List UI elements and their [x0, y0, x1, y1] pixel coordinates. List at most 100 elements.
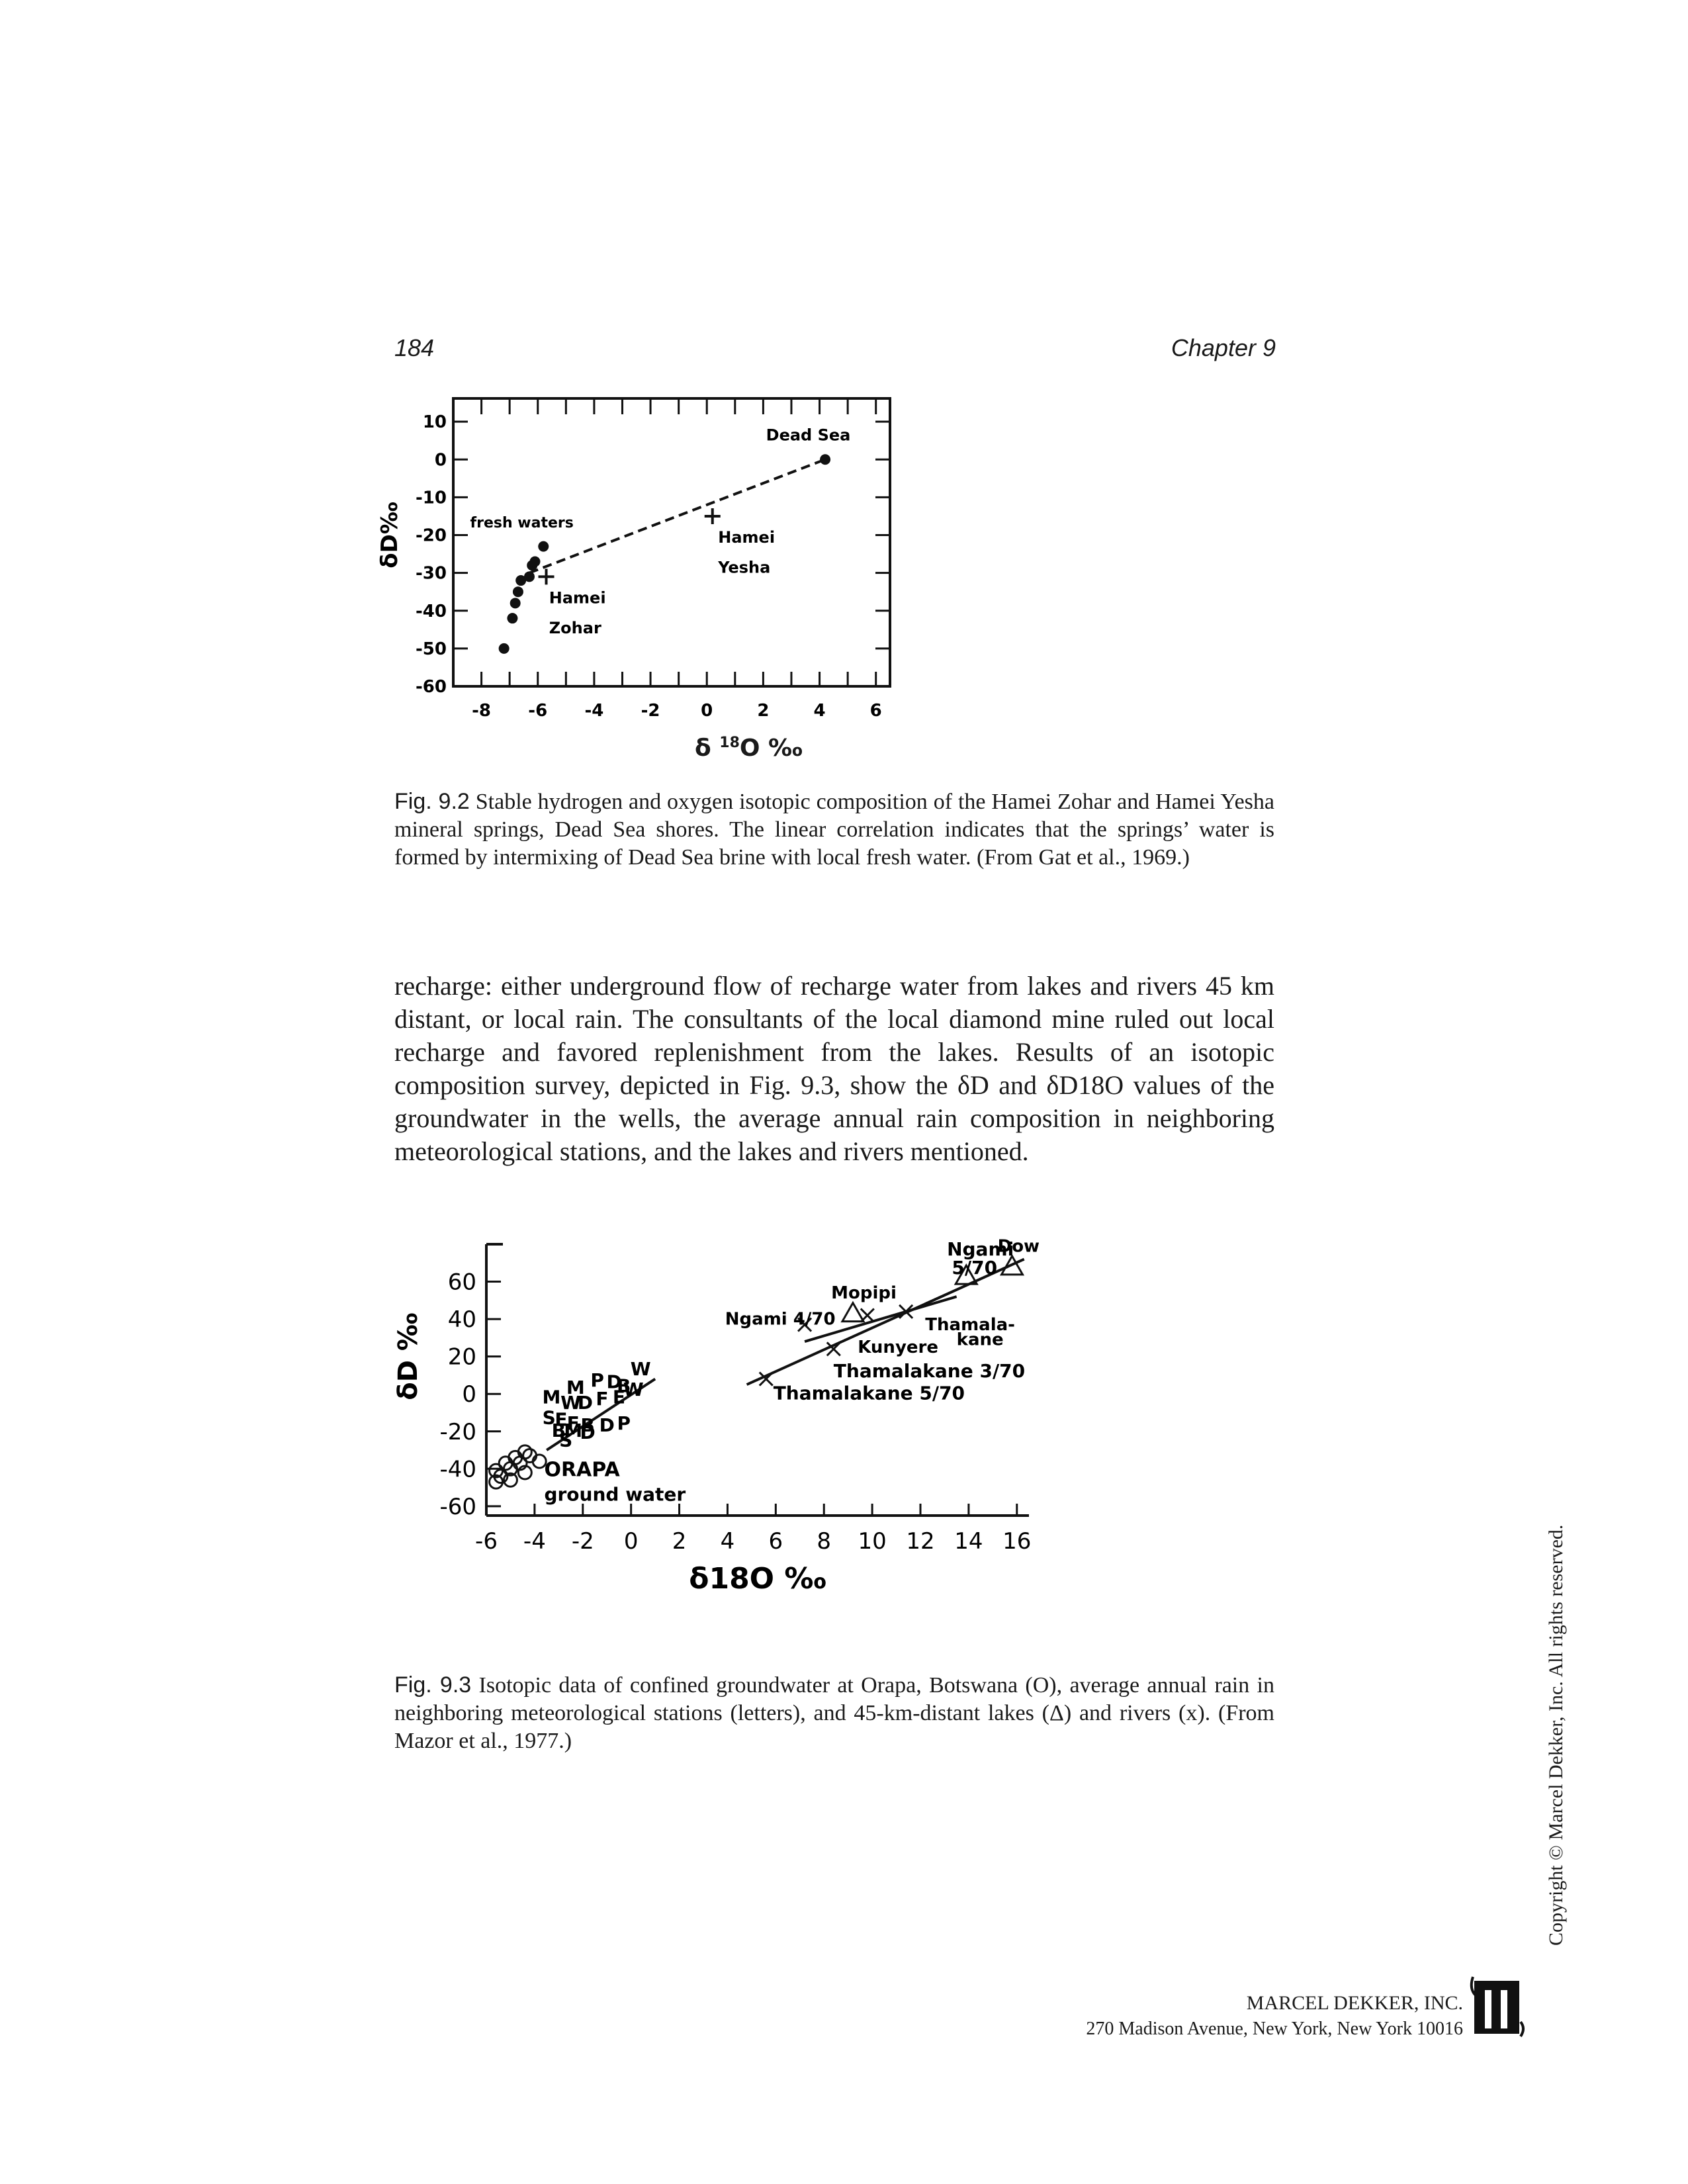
fig93-lake-triangle — [840, 1300, 866, 1323]
fig92-x-tick-label: -8 — [472, 701, 491, 721]
fig93-label-orapa: ORAPA — [544, 1459, 620, 1482]
fig93-label-thamalakane-a: Thamala- — [925, 1315, 1015, 1335]
fig92-y-tick-label: -30 — [416, 564, 447, 584]
fig93-groundwater-circle — [531, 1453, 547, 1469]
fig-9-3-label: Fig. 9.3 — [394, 1672, 472, 1698]
fig92-data-point — [529, 556, 541, 567]
fig93-groundwater-circle — [488, 1474, 504, 1490]
fig92-x-tick-label: 6 — [870, 701, 882, 721]
fig93-river-line — [804, 1295, 957, 1343]
fig93-rain-letter: M — [566, 1377, 585, 1398]
fig92-plus-point — [704, 508, 721, 524]
fig92-data-point — [820, 454, 831, 465]
fig92-y-axis-label: δD‰ — [377, 502, 403, 569]
fig92-plot-frame — [452, 397, 891, 688]
fig92-x-tick-label: -4 — [584, 701, 603, 721]
fig93-river-cross — [797, 1317, 813, 1332]
fig93-rain-letter: S — [543, 1406, 556, 1428]
fig-9-2-caption: Fig. 9.2 Stable hydrogen and oxygen isot… — [394, 788, 1274, 872]
fig92-data-point — [512, 586, 523, 598]
fig93-x-tick-label: -4 — [523, 1528, 546, 1555]
fig93-x-tick-label: -6 — [475, 1528, 498, 1555]
fig93-y-tick-label: 60 — [448, 1269, 476, 1296]
fig92-data-point — [507, 613, 518, 624]
fig93-label-dow: Dow — [998, 1238, 1040, 1256]
fig92-y-tick-label: -60 — [416, 677, 447, 697]
fig93-y-tick-label: -40 — [439, 1456, 476, 1482]
fig93-label-thamalakane-b: kane — [957, 1330, 1004, 1350]
fig93-label-ngami-5-70-a: Ngami — [947, 1238, 1014, 1260]
fig93-label-ground-water: ground water — [544, 1483, 686, 1505]
fig93-x-tick-label: -2 — [572, 1528, 594, 1555]
chapter-label: Chapter 9 — [1171, 334, 1276, 361]
fig93-rain-letter: F — [596, 1388, 608, 1410]
fig93-rain-letter: E — [555, 1408, 567, 1430]
fig92-y-tick-label: -20 — [416, 526, 447, 546]
fig93-x-tick-label: 2 — [672, 1528, 687, 1555]
fig93-river-cross — [758, 1371, 774, 1387]
fig93-rain-letter: F — [567, 1412, 580, 1434]
fig93-label-thamalakane-5-70: Thamalakane 5/70 — [774, 1383, 965, 1404]
body-paragraph: recharge: either underground flow of rec… — [394, 971, 1274, 1166]
fig92-mixing-line — [529, 458, 826, 574]
fig93-groundwater-circle — [502, 1472, 518, 1488]
fig93-label-ngami-5-70-b: 5/70 — [952, 1257, 997, 1279]
fig93-rain-letter: P — [617, 1412, 631, 1434]
fig93-x-tick-label: 16 — [1002, 1528, 1031, 1555]
fig92-label-hamei-yesha-1: Hamei — [718, 528, 775, 547]
fig92-label-fresh-waters: fresh waters — [470, 515, 574, 531]
fig93-x-tick-label: 14 — [954, 1528, 983, 1555]
fig93-rain-letter: B — [552, 1420, 566, 1441]
fig93-rain-letter: W — [560, 1392, 581, 1414]
fig93-x-tick-label: 10 — [858, 1528, 886, 1555]
fig93-label-kunyere: Kunyere — [858, 1338, 938, 1357]
fig93-rain-letter: P — [590, 1369, 604, 1391]
fig93-x-tick-label: 8 — [817, 1528, 831, 1555]
fig92-label-hamei-zohar-1: Hamei — [549, 588, 606, 607]
fig-9-3-caption-text: Isotopic data of confined groundwater at… — [394, 1673, 1274, 1753]
fig92-y-tick-label: -50 — [416, 639, 447, 659]
fig93-rain-letter: M — [542, 1386, 560, 1408]
fig93-rain-letter: W — [623, 1379, 644, 1400]
fig93-x-tick-label: 4 — [721, 1528, 735, 1555]
fig93-label-ngami-4-70: Ngami 4/70 — [725, 1310, 836, 1330]
fig93-rain-letter: D — [600, 1414, 615, 1436]
fig92-label-dead-sea: Dead Sea — [766, 426, 851, 445]
page-number: 184 — [394, 334, 435, 361]
fig93-y-axis-label: δD ‰ — [393, 1313, 423, 1400]
fig93-x-tick-label: 6 — [769, 1528, 783, 1555]
fig-9-3-caption: Fig. 9.3 Isotopic data of confined groun… — [394, 1671, 1274, 1755]
fig93-river-cross — [860, 1308, 875, 1323]
fig93-y-tick-label: 0 — [462, 1381, 476, 1408]
fig93-regression-line — [746, 1257, 1025, 1386]
fig92-data-point — [498, 643, 510, 654]
fig93-y-tick-label: 20 — [448, 1344, 476, 1371]
fig93-rain-letter: W — [631, 1358, 651, 1380]
fig93-rain-letter: D — [607, 1371, 622, 1393]
fig92-y-tick-label: 0 — [435, 450, 447, 470]
fig92-data-point — [523, 571, 535, 582]
fig92-y-tick-label: 10 — [423, 412, 447, 432]
fig93-rain-letter: B — [617, 1375, 631, 1396]
fig93-label-thamalakane-3-70: Thamalakane 3/70 — [834, 1360, 1025, 1382]
fig92-x-tick-label: -2 — [641, 701, 660, 721]
fig92-label-hamei-yesha-2: Yesha — [717, 559, 770, 577]
fig93-lake-triangle — [999, 1253, 1025, 1276]
publisher-address: 270 Madison Avenue, New York, New York 1… — [1086, 2019, 1463, 2039]
fig93-x-tick-label: 12 — [906, 1528, 934, 1555]
fig92-xaxis-label: δ 18O ‰ — [695, 735, 803, 762]
fig93-rain-letter: S — [559, 1429, 572, 1451]
fig92-y-tick-label: -10 — [416, 488, 447, 508]
fig92-plus-point — [538, 569, 555, 585]
fig93-rain-letter: E — [613, 1386, 625, 1408]
fig93-river-cross — [826, 1342, 841, 1357]
fig93-rain-line — [546, 1377, 656, 1451]
fig93-river-cross — [899, 1304, 914, 1319]
fig-9-2-caption-text: Stable hydrogen and oxygen isotopic comp… — [394, 790, 1274, 870]
fig93-y-tick-label: -60 — [439, 1494, 476, 1520]
fig92-x-tick-label: -6 — [528, 701, 547, 721]
fig92-x-tick-label: 0 — [701, 701, 713, 721]
fig93-rain-letter: D — [580, 1422, 595, 1443]
publisher-name: MARCEL DEKKER, INC. — [1246, 1992, 1463, 2014]
